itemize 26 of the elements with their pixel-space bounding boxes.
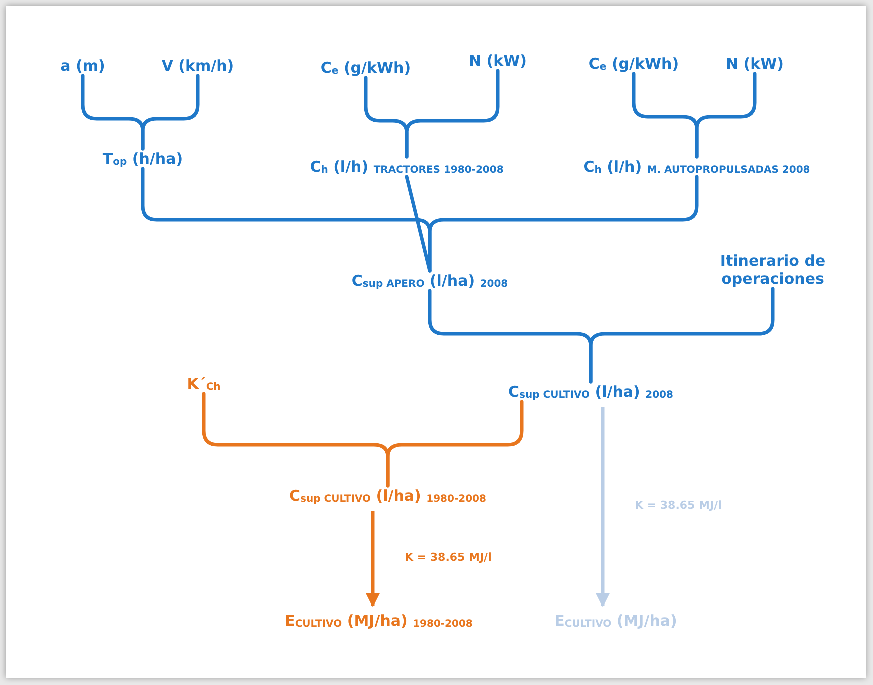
note-text: Itinerario de operaciones — [714, 252, 832, 288]
curly-brace — [695, 72, 757, 159]
curly-brace — [405, 175, 432, 273]
arrow — [596, 407, 610, 608]
variable-label: C$_{sup CULTIVO}$ (l/ha) $_{1980-2008}$ — [290, 487, 486, 505]
variable-label: V (km/h) — [162, 57, 234, 75]
edge-label: K = 38.65 MJ/l — [633, 498, 724, 512]
variable-label: N (kW) — [726, 55, 784, 73]
curly-brace — [141, 74, 200, 151]
variable-label: E$_{CULTIVO}$ (MJ/ha) — [554, 612, 678, 630]
variable-label: C$_{sup APERO}$ (l/ha) $_{2008}$ — [352, 272, 508, 290]
arrow — [366, 511, 380, 608]
variable-label: C$_{e}$ (g/kWh) — [588, 55, 680, 73]
variable-label: T$_{op}$ (h/ha) — [102, 150, 184, 168]
variable-label: C$_{sup CULTIVO}$ (l/ha) $_{2008}$ — [508, 383, 674, 401]
variable-label: E$_{CULTIVO}$ (MJ/ha) $_{1980-2008}$ — [285, 612, 473, 630]
variable-label: N (kW) — [468, 52, 527, 70]
variable-label: C$_{h}$ (l/h) $_{M. AUTOPROPULSADAS 2008}$ — [584, 158, 810, 176]
curly-brace — [386, 400, 524, 488]
curly-brace — [405, 69, 500, 159]
variable-label: C$_{e}$ (g/kWh) — [320, 59, 412, 77]
variable-label: C$_{h}$ (l/h) $_{TRACTORES 1980-2008}$ — [310, 158, 504, 176]
variable-label: a (m) — [60, 57, 106, 75]
curly-brace — [428, 175, 699, 273]
variable-label: K´$_{Ch}$ — [187, 375, 221, 393]
curly-brace — [589, 287, 775, 384]
